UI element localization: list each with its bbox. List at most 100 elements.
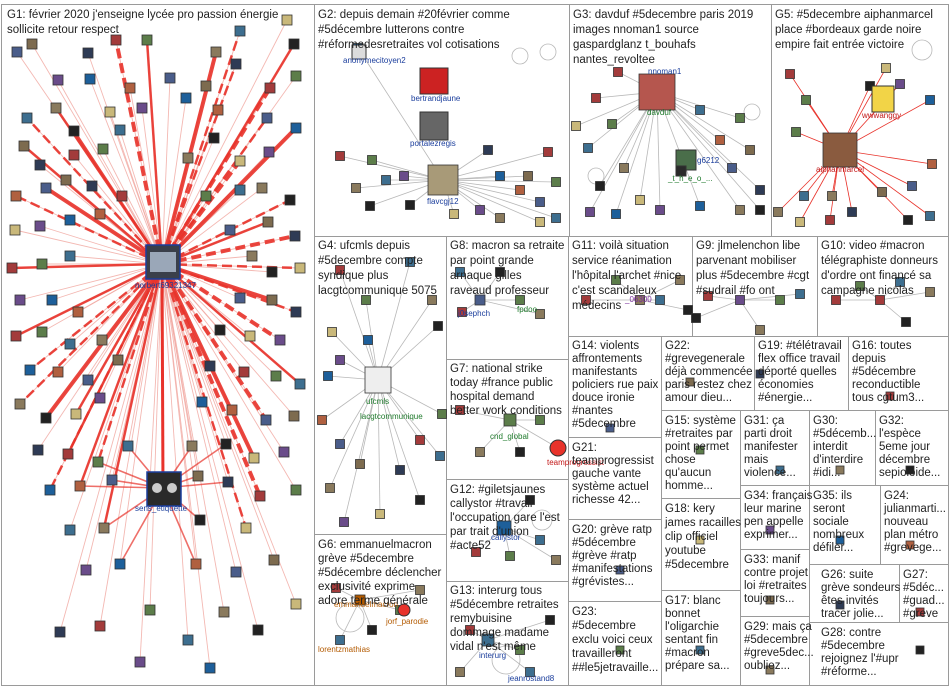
g7-edge <box>509 419 559 449</box>
small-node <box>915 645 925 655</box>
group-title-g1: G1: février 2020 j'enseigne lycée pro pa… <box>7 9 282 36</box>
g1-node <box>136 102 148 114</box>
g1-node <box>278 446 290 458</box>
g8-node <box>535 309 545 319</box>
g1-node <box>26 38 38 50</box>
group-title-g18: G18: kery james racailles clip officiel … <box>664 503 744 571</box>
g12-edge <box>503 527 557 561</box>
g1-node <box>80 564 92 576</box>
node-label-j0sephch: j0sephch <box>457 309 490 318</box>
g1-node <box>264 82 276 94</box>
g1-edge <box>161 263 275 561</box>
small-node <box>605 423 615 433</box>
g11-hub <box>635 295 645 305</box>
g1-node <box>21 112 33 124</box>
g1-node <box>194 514 206 526</box>
g1-node <box>24 364 36 376</box>
g4-node <box>335 439 345 449</box>
g9-edge <box>739 293 801 301</box>
g1-node <box>124 82 136 94</box>
g1-node <box>240 522 252 534</box>
g1-strong-edge <box>78 263 164 487</box>
g2-node <box>367 155 377 165</box>
g1-node <box>218 606 230 618</box>
g2-node <box>483 145 493 155</box>
g6-node <box>367 625 377 635</box>
g9-edge <box>739 299 761 331</box>
g3-node <box>635 195 645 205</box>
g1-node <box>210 46 222 58</box>
g3-node <box>585 207 595 217</box>
g1-node <box>222 476 234 488</box>
g2-node <box>405 200 415 210</box>
g5-node <box>799 191 809 201</box>
small-node <box>615 565 625 575</box>
g1-edge <box>89 78 163 265</box>
g1-node <box>254 490 266 502</box>
g4-node <box>335 265 345 275</box>
g1-strong-edge <box>161 198 291 266</box>
g3-node <box>583 143 593 153</box>
g4-node <box>433 321 443 331</box>
g1-edge <box>119 263 163 565</box>
g1-node <box>266 266 278 278</box>
g1-node <box>11 46 23 58</box>
g9-edge <box>695 299 741 319</box>
group-title-g17: G17: blanc bonnet l'oligarchie sentant f… <box>665 595 730 672</box>
g1-edge <box>39 225 163 265</box>
g3-node <box>619 163 629 173</box>
g3-node <box>655 205 665 215</box>
g1-node <box>110 34 122 46</box>
g3-edge <box>615 91 658 215</box>
g1-node <box>64 250 76 262</box>
g1-edge <box>161 263 225 613</box>
g9-node <box>755 325 765 335</box>
g1-node <box>18 140 30 152</box>
g4-node <box>361 295 371 305</box>
g1-node <box>36 258 48 270</box>
group-title-g23: G23: #5decembre exclu voici ceux travail… <box>572 606 658 674</box>
g13-node <box>515 645 525 655</box>
g1-node <box>114 558 126 570</box>
g1-strong-edge <box>161 262 297 314</box>
g1-node <box>246 250 258 262</box>
g1-node <box>10 330 22 342</box>
g1-node <box>260 414 272 426</box>
group-title-g12: G12: #giletsjaunes callystor #travail l'… <box>450 484 563 552</box>
g3-node <box>735 113 745 123</box>
g1-node <box>226 404 238 416</box>
group-title-g3: G3: davduf #5decembre paris 2019 images … <box>573 9 757 66</box>
g1-node <box>200 80 212 92</box>
small-node <box>615 645 625 655</box>
g1-node <box>82 374 94 386</box>
g1-node <box>270 370 282 382</box>
g1-node <box>234 184 246 196</box>
g8-node <box>455 267 465 277</box>
g1-node <box>290 122 302 134</box>
g1-node <box>114 124 126 136</box>
node-label-teamprog: teamprogressist <box>547 458 605 467</box>
g1-node <box>97 143 109 155</box>
node-label-lorentz: lorentzmathias <box>318 645 370 654</box>
g1-edge <box>161 263 295 417</box>
g1-node <box>200 190 212 202</box>
g1-node <box>34 220 46 232</box>
g1-node <box>288 410 300 422</box>
g1-node <box>252 624 264 636</box>
small-node <box>695 535 705 545</box>
node-label-aiphanmarcel: aiphanmarcel <box>816 165 864 174</box>
node-label-anonymecitoyen: anonymecitoyen2 <box>343 56 406 65</box>
g1-node <box>234 292 246 304</box>
g1-node <box>92 456 104 468</box>
g1-node <box>141 34 153 46</box>
g12-node <box>551 555 561 565</box>
g1-node <box>208 132 220 144</box>
g1-edge <box>129 87 163 265</box>
g1-node <box>268 554 280 566</box>
group-title-g28: G28: contre #5decembre rejoignez l'#upr … <box>821 627 902 678</box>
g11-node <box>655 295 665 305</box>
small-node <box>835 535 845 545</box>
g5-node <box>895 79 905 89</box>
g2-node <box>515 185 525 195</box>
g1-node <box>290 484 302 496</box>
